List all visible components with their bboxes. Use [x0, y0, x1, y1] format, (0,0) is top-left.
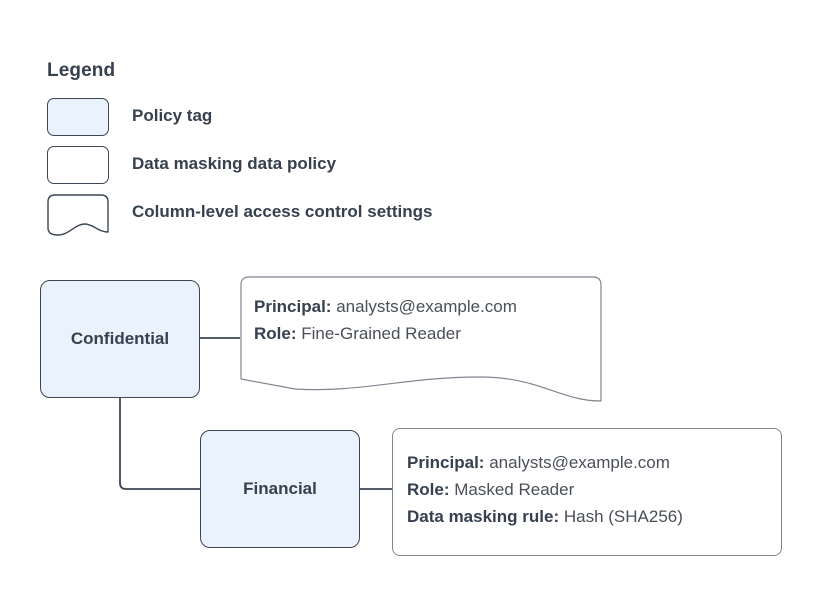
callout-line-key: Data masking rule:: [407, 507, 560, 526]
callout-line-value: analysts@example.com: [489, 453, 670, 472]
legend-item-label: Policy tag: [132, 106, 213, 125]
node-label: Confidential: [70, 329, 170, 348]
callout-line-key: Principal:: [407, 453, 485, 472]
legend-title: Legend: [47, 60, 116, 81]
callout-line-key: Role:: [407, 480, 450, 499]
access-control-swatch-icon: [47, 194, 109, 236]
callout-body: Principal: analysts@example.com Role: Fi…: [254, 293, 517, 347]
callout-line: Data masking rule: Hash (SHA256): [407, 503, 683, 530]
edge-confidential-to-financial: [119, 398, 200, 490]
callout-line-value: Hash (SHA256): [563, 507, 683, 526]
callout-line-value: analysts@example.com: [336, 297, 517, 316]
node-label: Financial: [243, 479, 317, 498]
callout-line-key: Role:: [254, 324, 297, 343]
callout-body: Principal: analysts@example.com Role: Ma…: [407, 449, 683, 530]
callout-line: Principal: analysts@example.com: [407, 449, 683, 476]
callout-line-value: Masked Reader: [454, 480, 575, 499]
node-financial[interactable]: Financial: [200, 430, 360, 548]
callout-line-value: Fine-Grained Reader: [301, 324, 461, 343]
policy-tag-swatch-icon: [47, 98, 109, 136]
legend-item-label: Data masking data policy: [132, 154, 337, 173]
callout-line: Role: Masked Reader: [407, 476, 683, 503]
callout-line-key: Principal:: [254, 297, 332, 316]
callout-financial-data-policy[interactable]: Principal: analysts@example.com Role: Ma…: [392, 428, 782, 556]
legend-item-label: Column-level access control settings: [132, 202, 433, 221]
callout-confidential-access-control[interactable]: Principal: analysts@example.com Role: Fi…: [240, 276, 602, 402]
callout-line: Role: Fine-Grained Reader: [254, 320, 517, 347]
data-policy-swatch-icon: [47, 146, 109, 184]
node-confidential[interactable]: Confidential: [40, 280, 200, 398]
callout-line: Principal: analysts@example.com: [254, 293, 517, 320]
